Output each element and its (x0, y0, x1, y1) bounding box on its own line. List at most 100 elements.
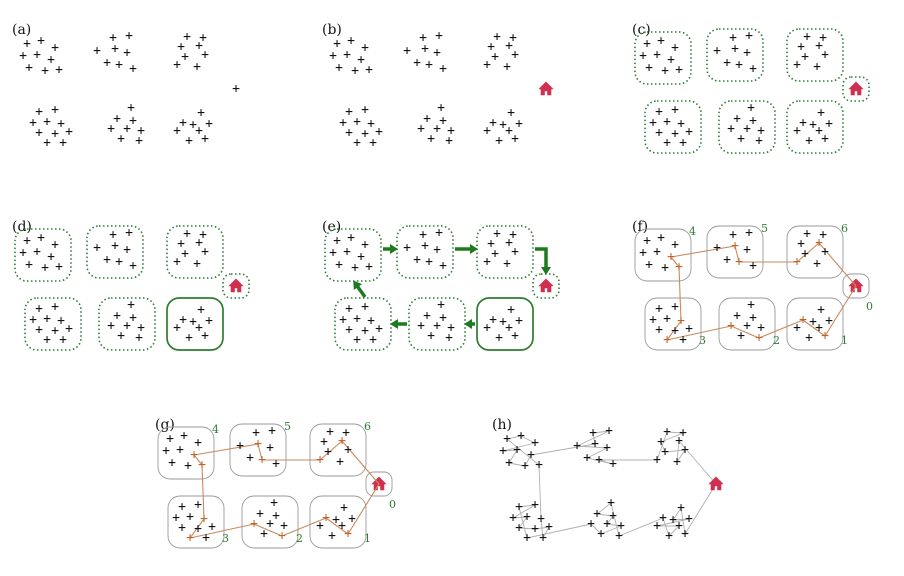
point-marker: + (339, 313, 347, 328)
point-marker: + (328, 529, 336, 544)
route-segment (678, 266, 682, 322)
route-segment (319, 440, 343, 461)
point-marker: + (258, 453, 266, 468)
cluster-outline (86, 225, 144, 279)
point-marker: + (35, 105, 43, 120)
route-segment (672, 507, 682, 521)
home-icon (538, 278, 554, 293)
point-marker: + (507, 106, 515, 121)
point-marker: + (793, 58, 801, 73)
point-marker: + (43, 136, 51, 151)
point-marker: + (743, 122, 751, 137)
point-marker: + (515, 117, 523, 132)
cluster-outline (644, 297, 702, 351)
point-marker: + (59, 333, 67, 348)
point-marker: + (369, 333, 377, 348)
cluster-number: 2 (773, 334, 780, 347)
point-marker: + (757, 124, 765, 139)
point-marker: + (123, 319, 131, 334)
route-segment (668, 525, 680, 537)
point-marker: + (137, 321, 145, 336)
point-marker: + (679, 426, 687, 441)
point-marker: + (665, 529, 673, 544)
point-marker: + (254, 437, 262, 452)
point-marker: + (523, 531, 531, 546)
point-marker: + (353, 136, 361, 151)
point-marker: + (803, 30, 811, 45)
point-marker: + (675, 260, 683, 275)
point-marker: + (657, 231, 665, 246)
point-marker: + (113, 309, 121, 324)
point-marker: + (517, 429, 525, 444)
point-marker: + (272, 509, 280, 524)
point-marker: + (495, 134, 503, 149)
point-marker: + (173, 58, 181, 73)
point-marker: + (805, 134, 813, 149)
route-segment (656, 431, 668, 461)
route-segment (538, 464, 542, 520)
cluster-number: 4 (212, 423, 219, 436)
point-marker: + (361, 324, 369, 339)
point-marker: + (43, 333, 51, 348)
route-segment (802, 319, 826, 337)
point-marker: + (819, 228, 827, 243)
point-marker: + (19, 49, 27, 64)
route-segment (670, 245, 736, 258)
point-marker: + (607, 496, 615, 511)
point-marker: + (539, 531, 547, 546)
point-marker: + (675, 63, 683, 78)
cluster-outline (229, 423, 287, 477)
point-marker: + (324, 445, 332, 460)
panel-intra-paths: (f)+++++++++++++++++++++++++++++++++++++… (632, 219, 873, 351)
point-marker: + (677, 117, 685, 132)
arrow-head (541, 267, 551, 275)
point-marker: + (655, 126, 663, 141)
point-marker: + (603, 517, 611, 532)
point-marker: + (723, 253, 731, 268)
point-marker: + (733, 309, 741, 324)
point-marker: + (425, 58, 433, 73)
point-marker: + (123, 122, 131, 137)
point-marker: + (329, 49, 337, 64)
point-marker: + (403, 44, 411, 59)
point-marker: + (123, 46, 131, 61)
point-marker: + (591, 437, 599, 452)
arrow-head (390, 244, 398, 254)
point-marker: + (57, 117, 65, 132)
point-marker: + (25, 61, 33, 76)
point-marker: + (179, 116, 187, 131)
point-marker: + (677, 314, 685, 329)
point-marker: + (813, 60, 821, 75)
point-marker: + (345, 323, 353, 338)
cluster-number: 5 (761, 222, 768, 235)
cluster-number: 6 (841, 222, 848, 235)
panel-label: (f) (632, 219, 648, 235)
point-marker: + (23, 37, 31, 52)
point-marker: + (653, 519, 661, 534)
point-marker: + (617, 519, 625, 534)
depot-outline (842, 273, 870, 299)
point-marker: + (186, 510, 194, 525)
cluster-outline (167, 495, 225, 549)
point-marker: + (423, 309, 431, 324)
point-marker: + (348, 512, 356, 527)
point-marker: + (129, 311, 137, 326)
cluster-number: 1 (841, 334, 848, 347)
point-marker: + (653, 453, 661, 468)
point-marker: + (375, 125, 383, 140)
point-marker: + (663, 136, 671, 151)
point-marker: + (669, 513, 677, 528)
point-marker: + (189, 118, 197, 133)
point-marker: + (515, 500, 523, 515)
point-marker: + (679, 136, 687, 151)
point-marker: + (439, 114, 447, 129)
point-marker: + (195, 236, 203, 251)
panel-label: (b) (322, 22, 342, 38)
point-marker: + (743, 243, 751, 258)
point-marker: + (135, 331, 143, 346)
point-marker: + (65, 125, 73, 140)
point-marker: + (731, 42, 739, 57)
point-marker: + (573, 439, 581, 454)
point-marker: + (679, 333, 687, 348)
point-marker: + (749, 311, 757, 326)
